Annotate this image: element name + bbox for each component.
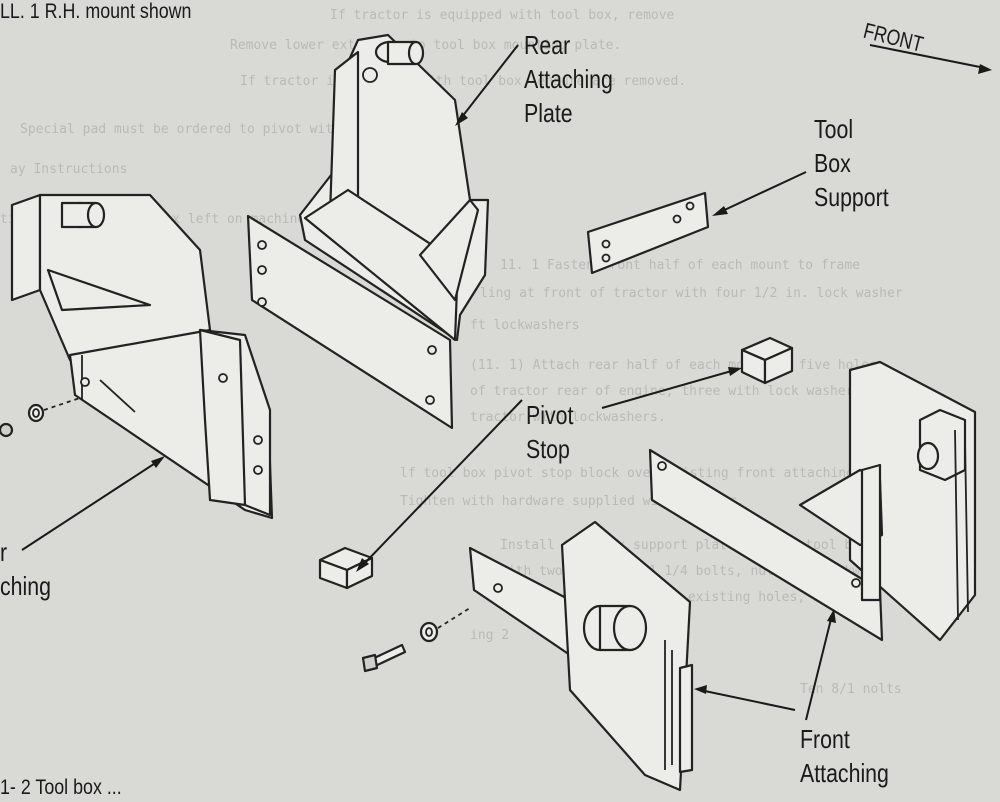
label-toolbox-line-1: Tool — [814, 114, 854, 144]
bg-line-11: of tractor rear of engine, three with lo… — [470, 384, 862, 399]
label-rear-attaching-plate: Rear Attaching Plate — [524, 28, 613, 130]
top-caption: LL. 1 R.H. mount shown — [0, 0, 192, 23]
label-front-attaching: Front Attaching — [800, 722, 889, 790]
label-front-line-1: Front — [800, 724, 850, 754]
rear-attaching-plate-part — [246, 33, 490, 430]
left-bolt-washer — [0, 397, 81, 438]
label-rear-line-3: Plate — [524, 98, 573, 128]
tool-box-support-part — [586, 191, 710, 275]
bg-line-19: Ten 8/1 nolts — [800, 682, 902, 697]
label-left-cut: r ching — [0, 535, 51, 603]
leader-lines — [21, 44, 992, 721]
front-attaching-lower-part — [468, 520, 694, 792]
label-pivot-stop: Pivot Stop — [526, 398, 573, 466]
bottom-caption: 1- 2 Tool box ... — [0, 776, 122, 799]
label-left-line-1: r — [0, 537, 8, 567]
bg-line-8: ling at front of tractor with four 1/2 i… — [480, 286, 903, 301]
label-pivot-line-1: Pivot — [526, 400, 574, 430]
bg-line-2: Remove lower extension to tool box mount… — [230, 38, 622, 53]
bg-line-12: tractor with lockwashers. — [470, 410, 666, 425]
bg-line-13: lf tool box pivot stop block over existi… — [400, 466, 854, 481]
label-pivot-line-2: Stop — [526, 434, 570, 464]
left-rear-mount — [10, 193, 274, 520]
pivot-stop-lower — [318, 546, 374, 590]
label-front-line-2: Attaching — [800, 758, 889, 788]
front-attaching-assembly — [648, 360, 977, 642]
label-rear-line-2: Attaching — [524, 64, 613, 94]
bg-line-1: If tractor is equipped with tool box, re… — [330, 8, 675, 23]
label-toolbox-line-3: Support — [814, 182, 889, 212]
label-rear-line-1: Rear — [524, 30, 571, 60]
label-toolbox-line-2: Box — [814, 148, 851, 178]
label-tool-box-support: Tool Box Support — [814, 112, 889, 214]
label-left-line-2: ching — [0, 571, 51, 601]
bg-line-9: ft lockwashers — [470, 318, 580, 333]
bg-line-5: ay Instructions — [10, 162, 128, 177]
front-bolt-washer — [361, 607, 471, 673]
pivot-stop-upper — [740, 336, 794, 385]
bg-line-18: ing 2 — [470, 628, 510, 643]
